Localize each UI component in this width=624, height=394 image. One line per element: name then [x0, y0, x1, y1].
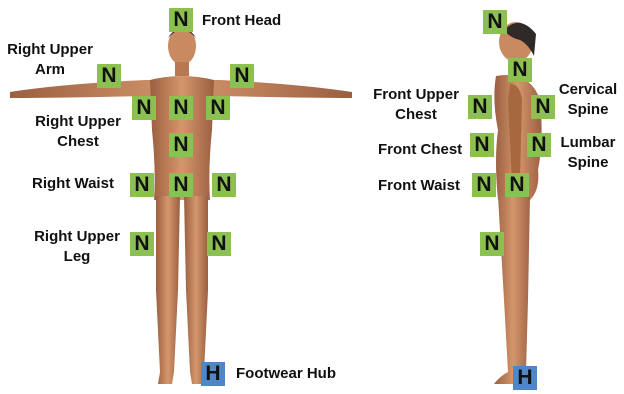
- marker-left-waist: N: [212, 173, 236, 197]
- marker-upper-back: N: [531, 95, 555, 119]
- marker-right-upper-chest: N: [132, 96, 156, 120]
- label-right-upper-chest: Right Upper Chest: [28, 112, 128, 152]
- marker-side-head: N: [483, 10, 507, 34]
- marker-left-upper-chest: N: [206, 96, 230, 120]
- label-front-chest: Front Chest: [378, 140, 462, 160]
- marker-right-waist: N: [130, 173, 154, 197]
- label-footwear-hub: Footwear Hub: [236, 364, 336, 384]
- label-cervical-spine: Cervical Spine: [556, 80, 620, 120]
- marker-footwear-hub: H: [201, 362, 225, 386]
- marker-center-waist: N: [169, 173, 193, 197]
- label-lumbar-spine: Lumbar Spine: [556, 133, 620, 173]
- marker-right-upper-leg: N: [130, 232, 154, 256]
- marker-left-upper-arm: N: [230, 64, 254, 88]
- label-front-head: Front Head: [202, 11, 281, 31]
- marker-right-upper-arm: N: [97, 64, 121, 88]
- marker-left-upper-leg: N: [207, 232, 231, 256]
- marker-center-upper-chest: N: [169, 96, 193, 120]
- marker-lumbar-spine: N: [527, 133, 551, 157]
- marker-cervical-spine: N: [508, 58, 532, 82]
- marker-chest: N: [169, 133, 193, 157]
- label-right-waist: Right Waist: [32, 174, 114, 194]
- label-front-upper-chest: Front Upper Chest: [366, 85, 466, 125]
- label-front-waist: Front Waist: [378, 176, 460, 196]
- side-leg: [494, 196, 532, 384]
- marker-front-chest: N: [470, 133, 494, 157]
- label-right-upper-arm: Right Upper Arm: [4, 40, 96, 80]
- label-right-upper-leg: Right Upper Leg: [26, 227, 128, 267]
- marker-side-footwear-hub: H: [513, 366, 537, 390]
- marker-side-waist: N: [505, 173, 529, 197]
- marker-front-upper-chest: N: [468, 95, 492, 119]
- marker-side-upper-leg: N: [480, 232, 504, 256]
- marker-front-head: N: [169, 8, 193, 32]
- marker-front-waist: N: [472, 173, 496, 197]
